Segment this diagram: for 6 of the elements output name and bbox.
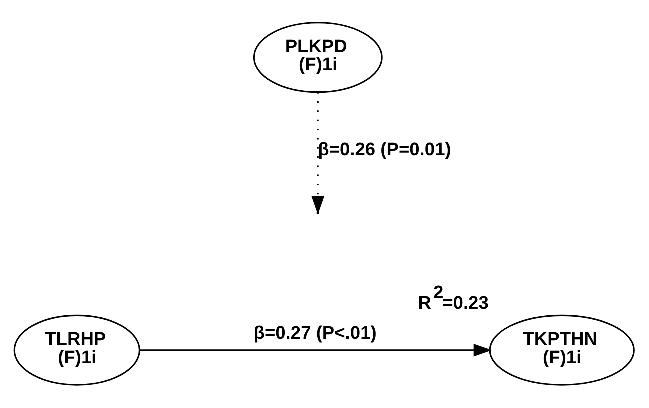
- edge-label: β=0.27 (P<.01): [254, 322, 377, 344]
- edge-label: β=0.26 (P=0.01): [318, 138, 452, 160]
- arrow: [140, 344, 492, 357]
- node-ellipse: PLKPD (F)1i: [253, 22, 383, 94]
- node-ellipse: TLRHP (F)1i: [14, 314, 140, 386]
- node-ellipse: TKPTHN (F)1i: [489, 314, 635, 386]
